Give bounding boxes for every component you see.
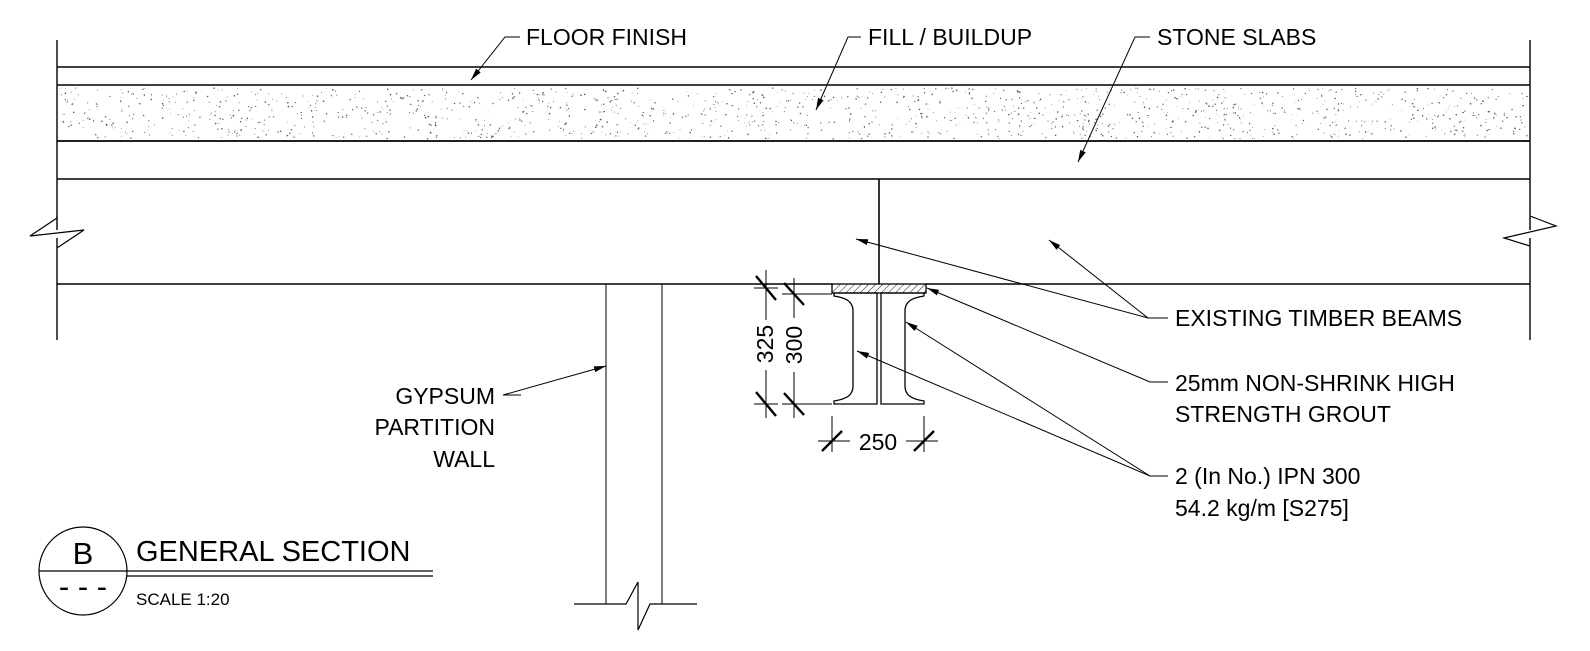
gypsum-partition-wall <box>574 284 697 631</box>
label-fill-buildup: FILL / BUILDUP <box>868 24 1032 50</box>
label-grout-line1: 25mm NON-SHRINK HIGH <box>1175 370 1455 396</box>
label-gypsum-line3: WALL <box>433 446 495 472</box>
section-letter: B <box>73 536 94 571</box>
label-ipn-line1: 2 (In No.) IPN 300 <box>1175 463 1360 489</box>
label-timber-beams: EXISTING TIMBER BEAMS <box>1175 305 1462 331</box>
dimension-325: 325 <box>752 325 778 363</box>
dim-300-gap <box>780 318 810 372</box>
label-floor-finish: FLOOR FINISH <box>526 24 687 50</box>
break-line-left <box>29 216 85 249</box>
grout-layer <box>831 283 927 294</box>
dimension-250: 250 <box>859 429 897 455</box>
ipn-beam-left <box>833 292 878 405</box>
leader-lines <box>470 36 1168 477</box>
ipn-beam-section <box>831 283 927 405</box>
ipn-beam-right <box>880 292 925 405</box>
label-ipn-line2: 54.2 kg/m [S275] <box>1175 495 1349 521</box>
drawing-scale: SCALE 1:20 <box>136 590 230 609</box>
dim-325-gap <box>752 320 782 370</box>
dimension-300: 300 <box>781 326 807 364</box>
label-gypsum-line2: PARTITION <box>374 414 495 440</box>
break-line-right <box>1501 215 1559 247</box>
label-gypsum-line1: GYPSUM <box>395 383 495 409</box>
fill-texture <box>59 87 1528 140</box>
label-stone-slabs: STONE SLABS <box>1157 24 1316 50</box>
floor-build-up <box>56 40 1531 340</box>
sheet-reference: - - - <box>59 569 107 604</box>
dim-250-gap <box>850 428 906 454</box>
title-block: B - - - GENERAL SECTION SCALE 1:20 <box>38 526 433 616</box>
drawing-title: GENERAL SECTION <box>136 536 410 568</box>
label-grout-line2: STRENGTH GROUT <box>1175 401 1391 427</box>
